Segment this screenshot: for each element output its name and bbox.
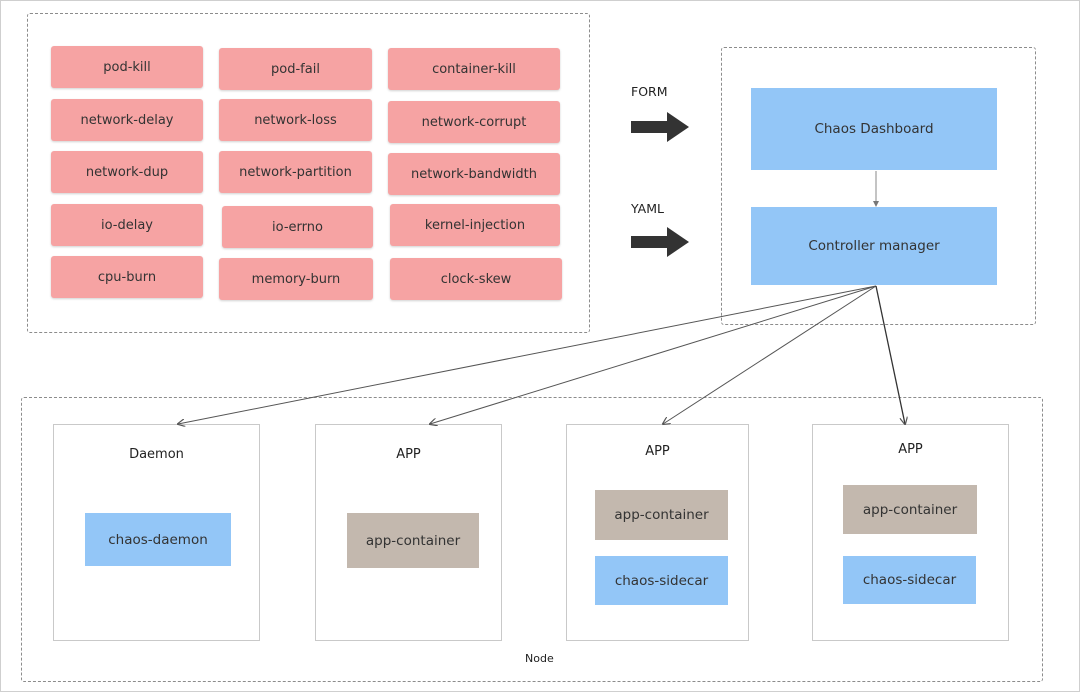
app-card-3-title: APP — [898, 442, 923, 457]
chaos-type-pod-kill: pod-kill — [51, 46, 203, 88]
chaos-type-container-kill: container-kill — [388, 48, 560, 90]
yaml-arrow-icon — [631, 227, 689, 257]
chaos-type-io-delay: io-delay — [51, 204, 203, 246]
chaos-type-clock-skew: clock-skew — [390, 258, 562, 300]
chaos-type-network-delay: network-delay — [51, 99, 203, 141]
chaos-type-memory-burn: memory-burn — [219, 258, 373, 300]
app-container-box-3: app-container — [843, 485, 977, 534]
chaos-type-network-corrupt: network-corrupt — [388, 101, 560, 143]
chaos-daemon-box: chaos-daemon — [85, 513, 231, 566]
app-card-2-title: APP — [645, 444, 670, 459]
chaos-type-network-bandwidth: network-bandwidth — [388, 153, 560, 195]
app-container-box-2: app-container — [595, 490, 728, 540]
chaos-sidecar-box-1: chaos-sidecar — [595, 556, 728, 605]
chaos-type-io-errno: io-errno — [222, 206, 373, 248]
chaos-type-network-partition: network-partition — [219, 151, 372, 193]
form-arrow-icon — [631, 112, 689, 142]
app-container-box-1: app-container — [347, 513, 479, 568]
chaos-type-cpu-burn: cpu-burn — [51, 256, 203, 298]
chaos-type-kernel-injection: kernel-injection — [390, 204, 560, 246]
node-label: Node — [525, 652, 554, 665]
chaos-sidecar-box-2: chaos-sidecar — [843, 556, 976, 604]
chaos-dashboard-box: Chaos Dashboard — [751, 88, 997, 170]
chaos-type-pod-fail: pod-fail — [219, 48, 372, 90]
controller-manager-box: Controller manager — [751, 207, 997, 285]
chaos-type-network-loss: network-loss — [219, 99, 372, 141]
yaml-label: YAML — [631, 201, 664, 216]
chaos-type-network-dup: network-dup — [51, 151, 203, 193]
app-card-1-title: APP — [396, 447, 421, 462]
daemon-card-title: Daemon — [129, 447, 184, 462]
form-label: FORM — [631, 84, 668, 99]
